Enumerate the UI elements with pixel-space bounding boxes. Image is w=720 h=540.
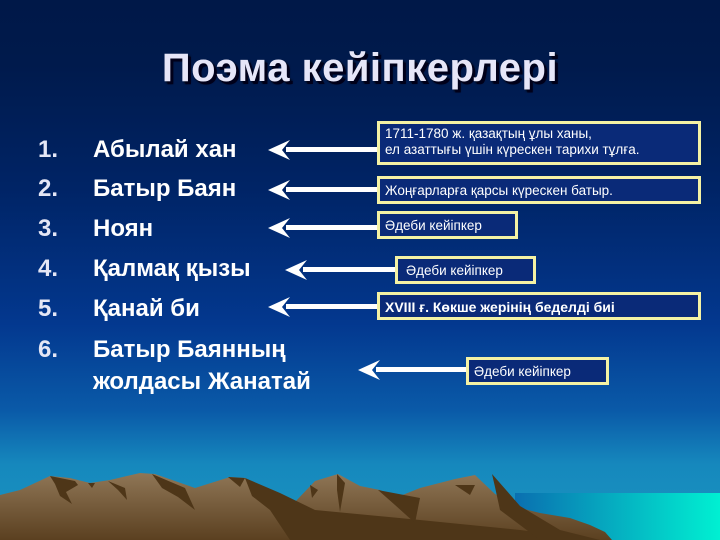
item-number: 5. [38, 295, 59, 322]
arrow-left-icon [268, 140, 378, 160]
character-item-1: 1. Абылай хан [38, 134, 237, 166]
arrow-left-icon [268, 180, 378, 200]
description-text: Әдеби кейіпкер [406, 263, 503, 278]
description-text: Жоңғарларға қарсы күрескен батыр. [385, 183, 613, 198]
description-text: XVIII ғ. Көкше жерінің беделді биі [385, 299, 615, 315]
item-number: 4. [38, 255, 59, 282]
character-item-5: 5. Қанай би [38, 293, 200, 325]
arrow-left-icon [268, 297, 378, 317]
character-name-line2: жолдасы Жанатай [93, 368, 311, 395]
item-number: 1. [38, 136, 59, 163]
character-name: Батыр Баян [93, 175, 237, 202]
item-number: 6. [38, 336, 59, 363]
description-text: Әдеби кейіпкер [474, 364, 571, 379]
description-box-4: Әдеби кейіпкер [395, 256, 536, 284]
mountain-shadows [50, 474, 600, 540]
character-name: Абылай хан [93, 136, 237, 163]
character-name-line1: Батыр Баянның [93, 336, 286, 363]
description-line1: 1711-1780 ж. қазақтың ұлы ханы, [385, 126, 592, 141]
character-item-2: 2. Батыр Баян [38, 173, 236, 205]
mountains [0, 473, 612, 540]
description-box-2: Жоңғарларға қарсы күрескен батыр. [377, 176, 701, 204]
arrow-left-icon [268, 218, 378, 238]
description-box-1: 1711-1780 ж. қазақтың ұлы ханы, ел азатт… [377, 121, 701, 165]
character-name: Ноян [93, 215, 154, 242]
description-text: Әдеби кейіпкер [385, 218, 482, 233]
arrow-left-icon [285, 260, 395, 280]
item-number: 3. [38, 215, 59, 242]
description-box-5: XVIII ғ. Көкше жерінің беделді биі [377, 292, 701, 320]
arrow-left-icon [358, 360, 468, 380]
character-name: Қалмақ қызы [93, 255, 251, 282]
character-name: Қанай би [93, 295, 200, 322]
character-item-4: 4. Қалмақ қызы [38, 253, 251, 285]
character-item-6: 6. Батыр Баянның жолдасы Жанатай [38, 334, 311, 398]
description-box-6: Әдеби кейіпкер [466, 357, 609, 385]
character-item-3: 3. Ноян [38, 213, 153, 245]
slide-title: Поэма кейіпкерлері [161, 46, 559, 90]
character-name: Батыр Баянның жолдасы Жанатай [93, 334, 311, 398]
item-number: 2. [38, 175, 59, 202]
description-box-3: Әдеби кейіпкер [377, 211, 518, 239]
sea [515, 493, 720, 540]
description-line2: ел азаттығы үшін күрескен тарихи тұлға. [385, 142, 640, 157]
